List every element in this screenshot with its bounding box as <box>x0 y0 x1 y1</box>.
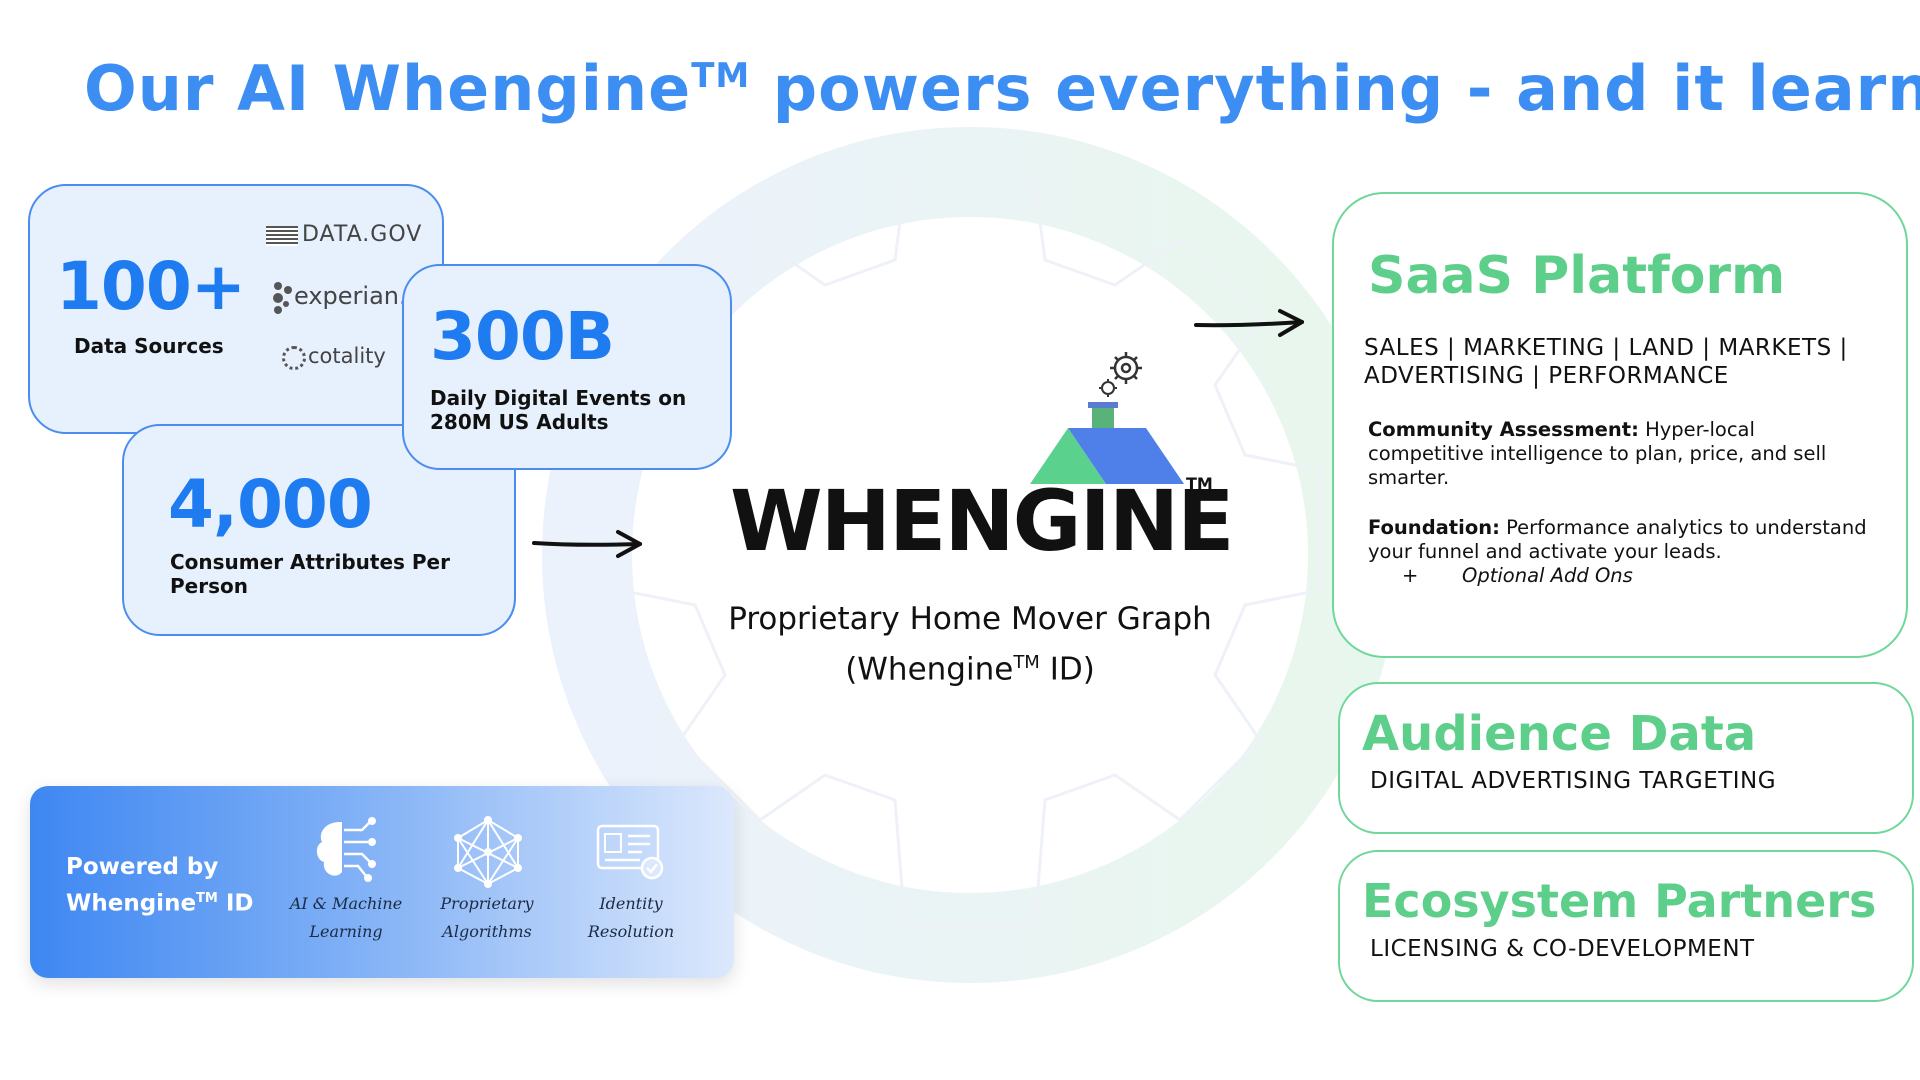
audience-data-card: Audience Data DIGITAL ADVERTISING TARGET… <box>1338 682 1914 834</box>
addon-text: Optional Add Ons <box>1462 564 1633 587</box>
data-sources-label: Data Sources <box>74 334 224 358</box>
us-flag-icon <box>266 226 298 246</box>
audience-subtitle: DIGITAL ADVERTISING TARGETING <box>1370 768 1777 794</box>
community-assessment-text: Community Assessment: Hyper-local compet… <box>1368 418 1827 489</box>
engine-subtitle-line1: Proprietary Home Mover Graph <box>728 601 1212 637</box>
attributes-value: 4,000 <box>168 466 373 543</box>
addon-bullet: + <box>1402 564 1419 587</box>
experian-dots-icon <box>272 280 298 316</box>
events-card: 300B Daily Digital Events on 280M US Adu… <box>402 264 732 470</box>
datagov-logo: DATA.GOV <box>302 222 423 247</box>
saas-subtitle: SALES | MARKETING | LAND | MARKETS | ADV… <box>1364 335 1848 389</box>
data-sources-value: 100+ <box>56 248 246 325</box>
arrow-out-of-engine <box>1194 309 1304 337</box>
arrow-into-engine <box>532 530 642 558</box>
engine-subtitle: Proprietary Home Mover Graph (WhengineTM… <box>700 598 1240 691</box>
events-value: 300B <box>430 298 615 375</box>
events-label: Daily Digital Events on 280M US Adults <box>430 386 687 434</box>
attributes-label: Consumer Attributes Per Person <box>170 550 450 598</box>
foundation-text: Foundation: Performance analytics to und… <box>1368 516 1867 563</box>
saas-platform-card: SaaS Platform SALES | MARKETING | LAND |… <box>1332 192 1908 658</box>
data-sources-card: 100+ Data Sources DATA.GOV experian. cot… <box>28 184 444 434</box>
house-roof-icon <box>1030 352 1184 484</box>
experian-logo: experian. <box>294 282 407 310</box>
network-icon <box>454 816 522 888</box>
ecosystem-partners-card: Ecosystem Partners LICENSING & CO-DEVELO… <box>1338 850 1914 1002</box>
powered-by-label: Powered by WhengineTM ID <box>66 854 254 917</box>
brain-circuit-icon <box>316 817 376 882</box>
ecosystem-subtitle: LICENSING & CO-DEVELOPMENT <box>1370 936 1755 962</box>
id-card-icon <box>596 824 664 880</box>
cotality-logo: cotality <box>308 344 386 368</box>
cotality-icon <box>282 346 306 370</box>
audience-title: Audience Data <box>1362 706 1757 762</box>
saas-title: SaaS Platform <box>1368 246 1786 306</box>
page-title: Our AI WhengineTM powers everything - an… <box>84 52 1920 125</box>
whengine-logo: WHENGINE <box>730 472 1235 570</box>
whengine-logo-text: WHENGINE <box>730 472 1235 570</box>
ecosystem-title: Ecosystem Partners <box>1362 874 1877 928</box>
engine-subtitle-line2: (WhengineTM ID) <box>845 651 1095 688</box>
whengine-logo-tm: TM <box>1186 474 1213 493</box>
